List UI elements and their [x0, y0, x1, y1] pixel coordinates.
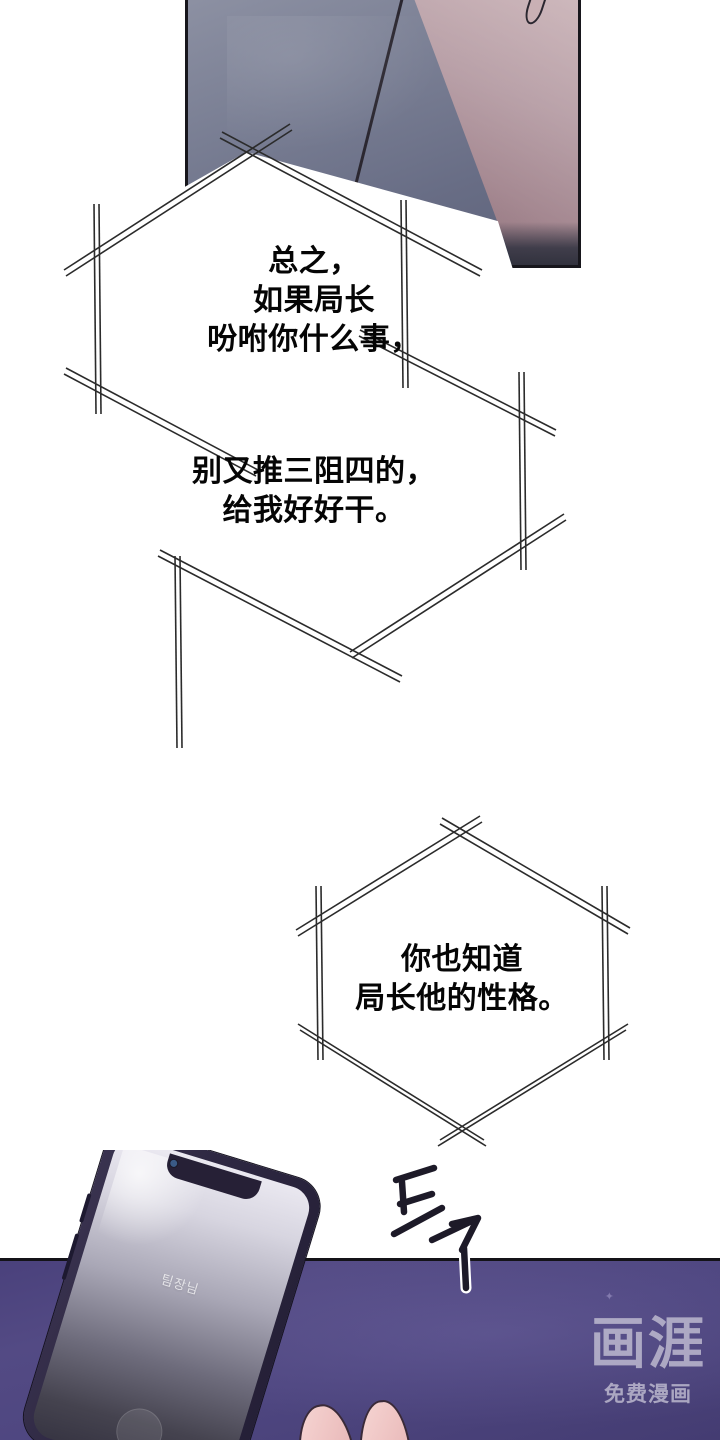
incoming-caller-name: 팀장님 [159, 1271, 201, 1298]
bubble-2-text: 你也知道 局长他的性格。 [355, 943, 569, 1015]
watermark-brand: 画涯 [590, 1312, 706, 1375]
bubble-1-text-line-group-2: 别又推三阻四的， 给我好好干。 [192, 455, 436, 527]
top-panel [185, 0, 581, 268]
bubble-2-fill [282, 828, 642, 1138]
bubble-1-outline [63, 123, 567, 749]
speech-bubble-1: 总之， 如果局长 吩咐你什么事， 别又推三阻四的， 给我好好干。 [63, 123, 567, 749]
bottom-scene: ✦ ✦ 팀장님 [0, 1150, 720, 1440]
watermark-tagline: 免费漫画 [604, 1383, 692, 1406]
sparkle-icon: ✦ [604, 1290, 615, 1303]
panel-highlight [227, 15, 442, 152]
speech-bubble-2: 你也知道 局长他的性格。 [282, 815, 642, 1147]
watermark: 画涯 免费漫画 [590, 1316, 706, 1408]
call-action-button[interactable] [110, 1402, 169, 1440]
vibration-sfx [388, 1162, 484, 1294]
bubble-2-outline [295, 815, 631, 1147]
bubble-1-text-line-group-1: 总之， 如果局长 吩咐你什么事， [207, 245, 421, 356]
